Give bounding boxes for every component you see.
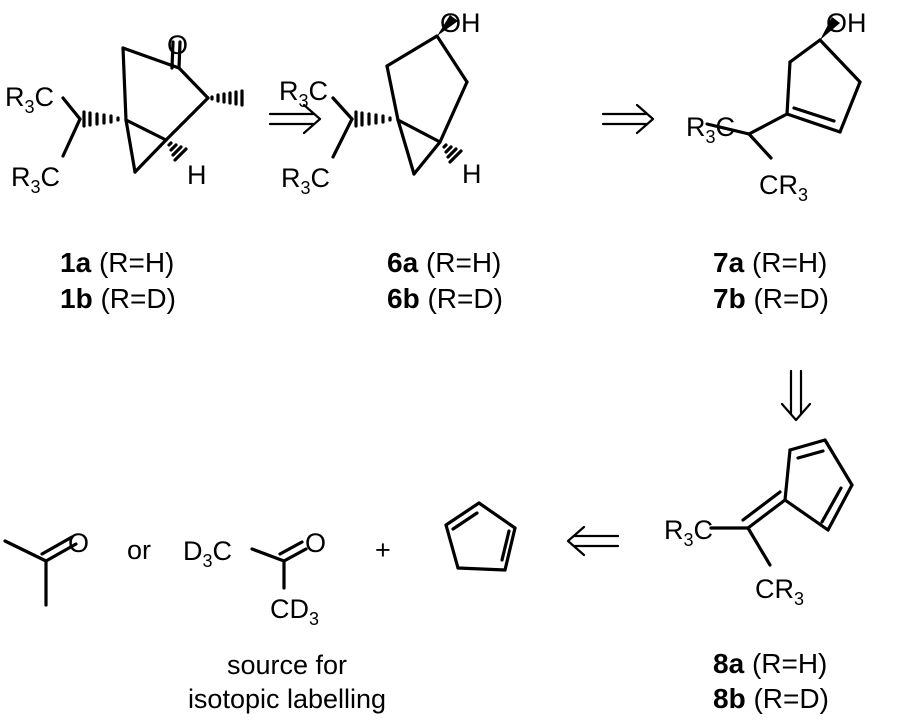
label-8a: 8a (R=H)	[713, 648, 827, 679]
oxygen-atom: O	[68, 528, 89, 558]
label-8b: 8b (R=D)	[713, 683, 829, 714]
compound-1-structure: O H R3C R3C	[5, 30, 244, 197]
label-1b: 1b (R=D)	[60, 283, 176, 314]
label-6b: 6b (R=D)	[387, 283, 503, 314]
cr3-group-lower: CR3	[759, 170, 808, 205]
cr3-group-lower: R3C	[11, 162, 60, 197]
or-text: or	[127, 535, 151, 565]
compound-6-structure: OH H R3C R3C	[279, 8, 482, 198]
cr3-group-lower: R3C	[281, 163, 330, 198]
retro-arrow-down	[780, 369, 812, 422]
cr3-group-upper: R3C	[5, 82, 54, 117]
plus-sign: +	[375, 535, 391, 565]
oxygen-atom: O	[167, 30, 188, 60]
source-caption-line1: source for	[227, 650, 347, 680]
hashed-h-bond	[442, 143, 463, 164]
cr3-group-upper: R3C	[279, 76, 328, 111]
wedge-oh-bond	[437, 15, 458, 36]
hydrogen-atom: H	[462, 159, 482, 189]
hydrogen-atom: H	[187, 160, 207, 190]
cd3-group-lower: CD3	[270, 594, 319, 629]
label-6a: 6a (R=H)	[387, 247, 501, 278]
cr3-group-lower: CR3	[755, 574, 804, 609]
retro-arrow-left	[566, 525, 620, 557]
hashed-isopropyl-bond	[82, 110, 120, 128]
label-1a: 1a (R=H)	[60, 247, 174, 278]
oxygen-atom: O	[305, 528, 326, 558]
label-7b: 7b (R=D)	[713, 283, 829, 314]
hydroxyl-group: OH	[826, 8, 867, 38]
cyclopentadiene-structure	[444, 501, 517, 572]
label-7a: 7a (R=H)	[713, 247, 827, 278]
retro-arrow-2	[601, 103, 655, 135]
retro-arrow-1	[268, 103, 322, 135]
source-caption-line2: isotopic labelling	[188, 684, 386, 714]
hydroxyl-group: OH	[440, 8, 481, 38]
acetone-structure: O	[3, 528, 89, 607]
hashed-h-bond	[167, 141, 188, 162]
cr3-group-left: R3C	[686, 112, 735, 147]
compound-8-structure: R3C CR3	[664, 438, 854, 609]
cr3-group-left: R3C	[664, 515, 713, 550]
cd3-group-left: D3C	[183, 536, 232, 571]
wedge-oh-bond	[820, 17, 840, 40]
acetone-d6-structure: O D3C CD3	[183, 528, 326, 629]
hashed-methyl-bond	[210, 89, 244, 107]
hashed-isopropyl-bond	[354, 110, 392, 128]
compound-7-structure: OH R3C CR3	[686, 8, 867, 205]
